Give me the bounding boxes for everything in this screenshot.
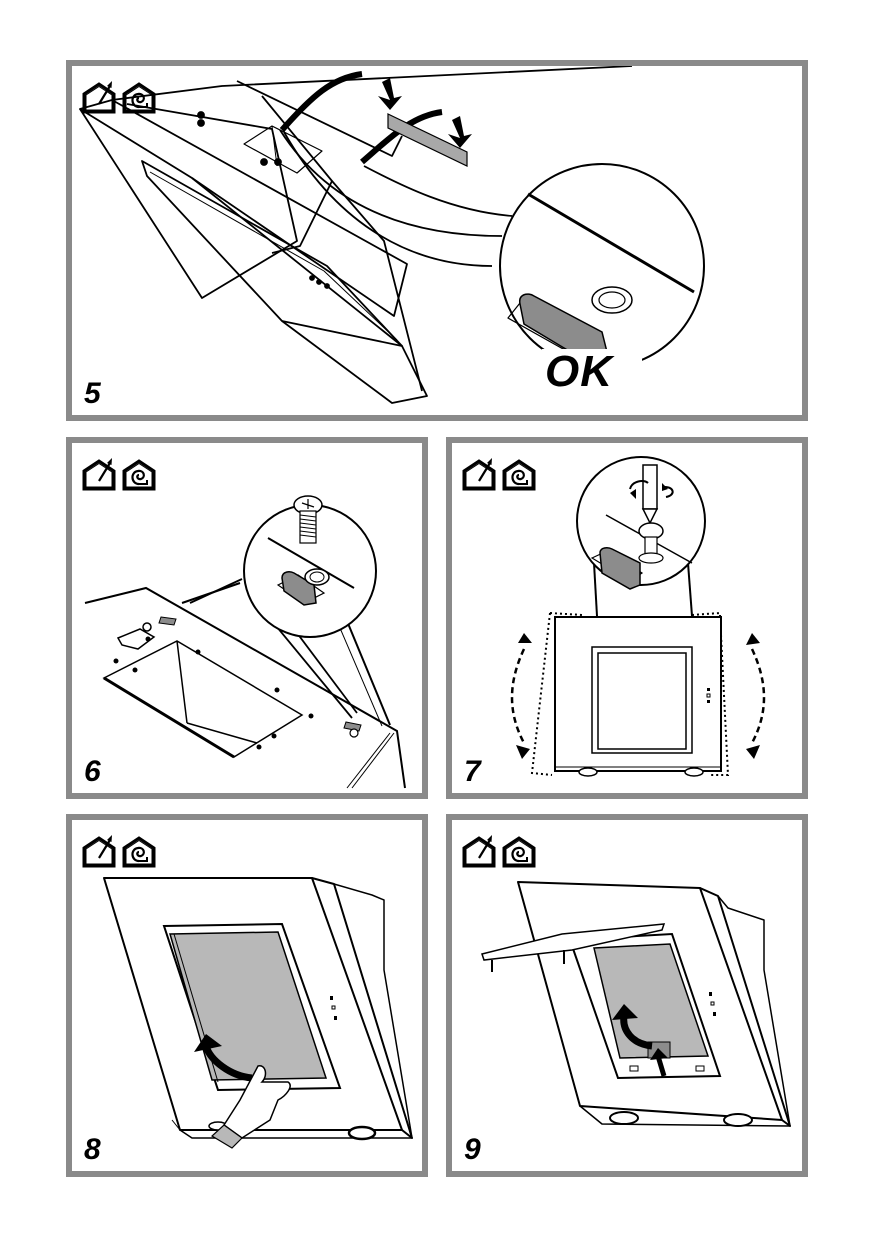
- mode-icons: [82, 80, 156, 114]
- hood-glass-panel: [141, 160, 403, 347]
- ducted-mode-icon: [82, 457, 116, 491]
- hook-tab: [281, 571, 317, 606]
- open-glass-panel: [481, 923, 666, 961]
- mode-icons: [462, 457, 536, 491]
- step-number: 6: [84, 755, 101, 788]
- arrow-down-icon: [378, 78, 402, 110]
- ducted-mode-icon: [462, 834, 496, 868]
- duct-opening: [102, 640, 304, 759]
- hood-front-panel: [79, 99, 408, 317]
- control-buttons: [330, 996, 337, 1020]
- filter-removal-illustration: [103, 877, 413, 1149]
- filter-lift-illustration: [481, 881, 791, 1127]
- mode-icons: [82, 457, 156, 491]
- step-9-panel: 9: [446, 814, 808, 1177]
- arrow-up-icon: [194, 1034, 222, 1052]
- hood-top-screw-illustration: [84, 495, 406, 789]
- step-8-panel: 8: [66, 814, 428, 1177]
- recirculation-mode-icon: [122, 834, 156, 868]
- step-number: 8: [84, 1133, 101, 1166]
- ducted-mode-icon: [82, 834, 116, 868]
- mode-icons: [462, 834, 536, 868]
- step-number: 9: [464, 1133, 481, 1166]
- screwdriver-icon: [629, 464, 674, 525]
- screw-icon: [293, 495, 323, 544]
- magnified-detail-circle: [576, 456, 706, 586]
- recirculation-mode-icon: [502, 457, 536, 491]
- recirculation-mode-icon: [502, 834, 536, 868]
- ok-label: OK: [545, 347, 613, 396]
- hand-icon: [222, 1065, 291, 1139]
- ducted-mode-icon: [82, 80, 116, 114]
- curved-arrow: [202, 1044, 253, 1082]
- mounting-bracket: [387, 113, 468, 167]
- step-number: 5: [84, 377, 101, 410]
- rotation-arrow-left: [510, 648, 526, 744]
- mode-icons: [82, 834, 156, 868]
- arrow-down-icon: [448, 116, 472, 148]
- arrow-up-icon: [650, 1048, 668, 1060]
- control-buttons: [706, 688, 711, 703]
- step-6-panel: 6: [66, 437, 428, 799]
- hood-alignment-illustration: [510, 456, 766, 777]
- hood-bracket-illustration: [79, 66, 705, 404]
- hook-tab: [599, 547, 641, 590]
- step-number: 7: [464, 755, 481, 788]
- hood-top-edge: [84, 586, 406, 789]
- curved-arrow: [620, 1015, 653, 1050]
- step-5-panel: OK 5: [66, 60, 808, 421]
- curved-arrow: [279, 71, 363, 132]
- rotation-arrow-right: [750, 648, 766, 744]
- arrow-up-icon: [612, 1004, 638, 1020]
- screw-icon: [638, 522, 664, 564]
- recirculation-mode-icon: [122, 80, 156, 114]
- ducted-mode-icon: [462, 457, 496, 491]
- control-buttons: [709, 992, 716, 1016]
- step-7-panel: 7: [446, 437, 808, 799]
- recirculation-mode-icon: [122, 457, 156, 491]
